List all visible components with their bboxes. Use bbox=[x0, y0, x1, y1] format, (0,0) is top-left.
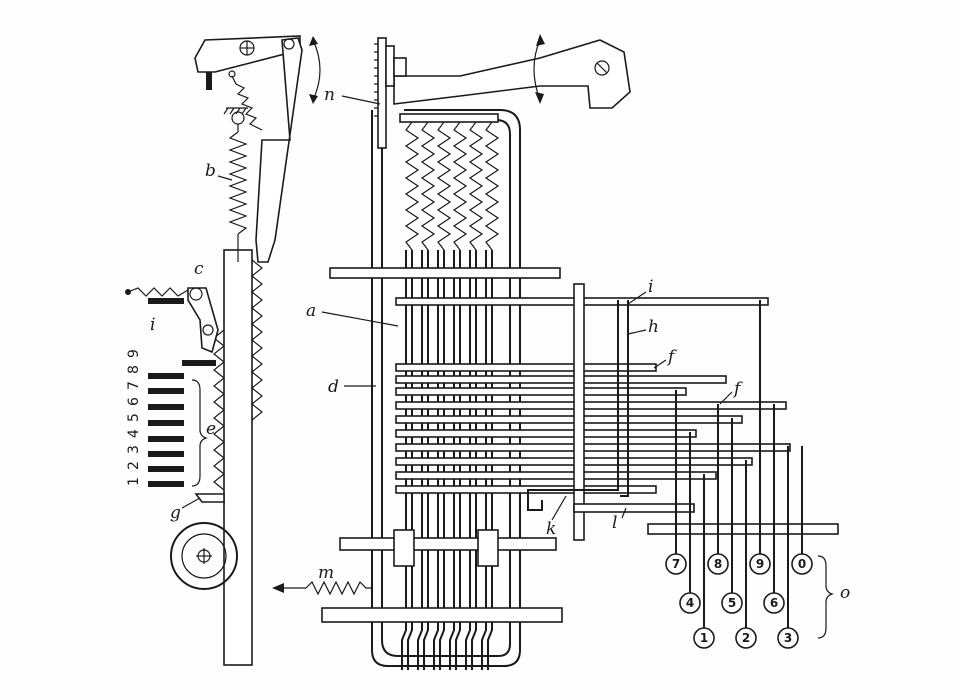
wheel-g bbox=[170, 493, 238, 590]
digit-2: 2 bbox=[126, 461, 142, 470]
digit-7: 7 bbox=[126, 381, 142, 390]
key-rods-f bbox=[395, 297, 791, 494]
keypad-o: 7 8 9 0 4 5 6 1 2 3 bbox=[665, 553, 834, 649]
key-6-label: 6 bbox=[770, 596, 778, 610]
key-4-label: 4 bbox=[686, 596, 694, 610]
key-5-label: 5 bbox=[728, 596, 736, 610]
key-9-label: 9 bbox=[756, 557, 764, 571]
label-g: g bbox=[170, 503, 181, 523]
label-c: c bbox=[194, 259, 204, 279]
digit-scale: 1 2 3 4 5 6 7 8 9 bbox=[126, 349, 142, 486]
key-3-head bbox=[777, 627, 799, 649]
key-7-head bbox=[665, 553, 687, 575]
label-k: k bbox=[546, 519, 556, 539]
label-n: n bbox=[324, 85, 335, 105]
key-8-head bbox=[707, 553, 729, 575]
shafts bbox=[321, 267, 563, 623]
digit-5: 5 bbox=[126, 413, 142, 422]
key-7-label: 7 bbox=[672, 557, 680, 571]
label-f-lower: f bbox=[732, 379, 743, 399]
label-o: o bbox=[840, 583, 850, 603]
digit-3: 3 bbox=[126, 445, 142, 454]
sliding-rack bbox=[213, 249, 263, 666]
digit-stops-e bbox=[148, 360, 216, 487]
operating-handle bbox=[393, 34, 631, 109]
rod-bundle-a bbox=[401, 250, 493, 670]
rack-n bbox=[374, 37, 407, 149]
key-5-head bbox=[721, 592, 743, 614]
key-6-head bbox=[763, 592, 785, 614]
pawl-c bbox=[125, 287, 219, 354]
part-labels: n b c i a d e g m i h f f k l o bbox=[150, 85, 850, 603]
digit-8: 8 bbox=[126, 365, 142, 374]
key-2-head bbox=[735, 627, 757, 649]
label-m: m bbox=[318, 563, 334, 583]
key-stems bbox=[675, 300, 803, 628]
key-8-label: 8 bbox=[714, 557, 722, 571]
spring-bank bbox=[399, 113, 500, 251]
spring-m bbox=[272, 580, 372, 596]
top-lever bbox=[194, 35, 321, 263]
label-h: h bbox=[648, 317, 659, 337]
digit-1: 1 bbox=[126, 477, 142, 486]
key-0-label: 0 bbox=[798, 557, 806, 571]
label-i-right: i bbox=[648, 277, 653, 297]
key-2-label: 2 bbox=[742, 631, 750, 645]
digit-4: 4 bbox=[126, 429, 142, 438]
label-e: e bbox=[206, 419, 216, 439]
key-4-head bbox=[679, 592, 701, 614]
guides bbox=[527, 283, 839, 541]
label-l: l bbox=[612, 513, 617, 533]
key-1-label: 1 bbox=[700, 631, 708, 645]
label-a: a bbox=[306, 301, 316, 321]
digit-6: 6 bbox=[126, 397, 142, 406]
leader-lines bbox=[181, 95, 733, 521]
label-d: d bbox=[328, 377, 339, 397]
key-1-head bbox=[693, 627, 715, 649]
label-i-left: i bbox=[150, 315, 155, 335]
digit-9: 9 bbox=[126, 349, 142, 358]
label-b: b bbox=[205, 161, 216, 181]
spring-b bbox=[228, 124, 248, 250]
label-f-upper: f bbox=[666, 347, 677, 367]
key-3-label: 3 bbox=[784, 631, 792, 645]
key-0-head bbox=[791, 553, 813, 575]
frame-d bbox=[371, 109, 521, 667]
key-9-head bbox=[749, 553, 771, 575]
